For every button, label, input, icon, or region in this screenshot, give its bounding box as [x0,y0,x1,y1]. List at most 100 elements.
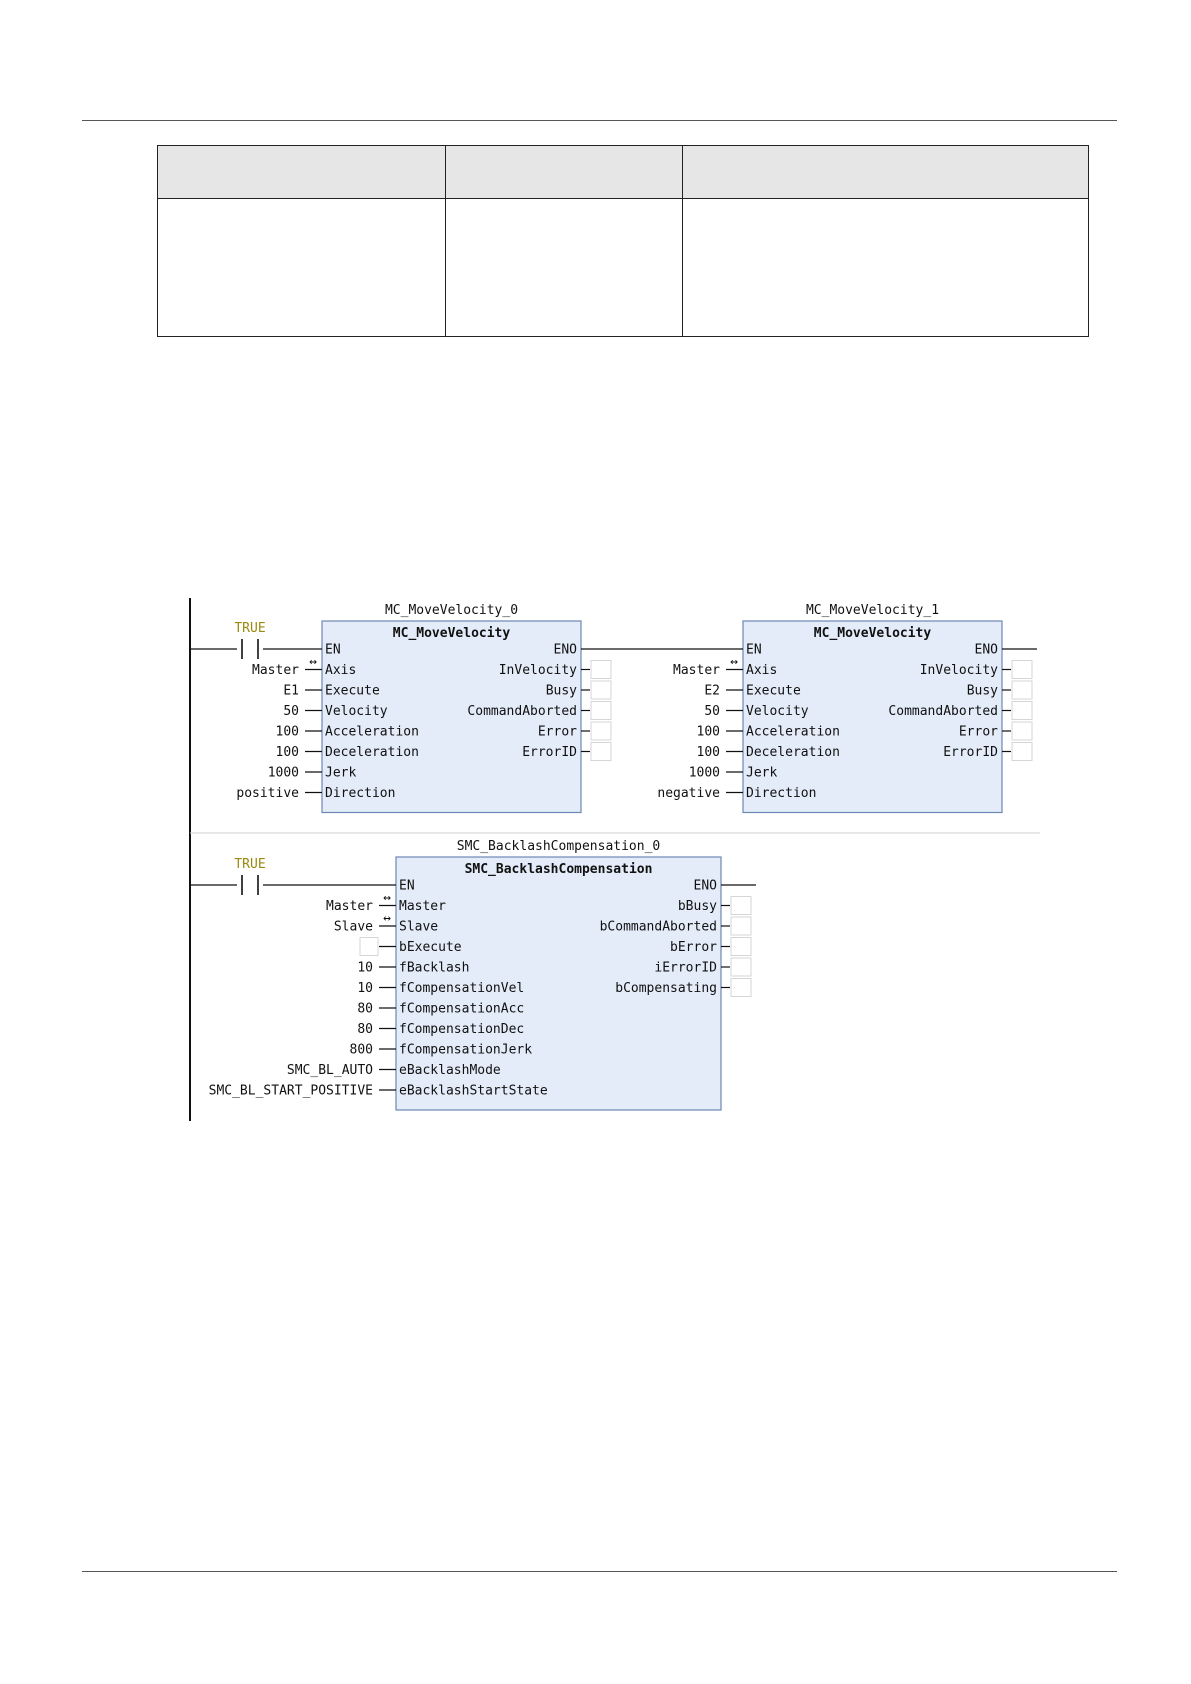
input-value-Jerk: 1000 [268,766,299,781]
input-value-fCompensationDec: 80 [357,1022,373,1037]
output-value-box [590,701,612,720]
output-pin-Error: Error [959,725,998,740]
input-pin-fCompensationAcc: fCompensationAcc [399,1002,524,1017]
input-pin-fCompensationJerk: fCompensationJerk [399,1043,532,1058]
input-pin-Execute: Execute [325,684,380,699]
output-value-box [1011,660,1033,679]
reference-arrow-icon: ↔ [309,655,317,670]
input-value-Deceleration: 100 [276,745,299,760]
input-value-Axis: Master [673,663,720,678]
input-value-Execute: E1 [283,684,299,699]
block-type-name: SMC_BacklashCompensation [465,862,653,877]
input-pin-bExecute: bExecute [399,940,462,955]
block-type-name: MC_MoveVelocity [393,626,511,641]
empty-value-box [359,937,379,956]
table-header-cell [682,145,1089,199]
reference-arrow-icon: ↔ [383,911,391,926]
input-pin-Velocity: Velocity [746,704,809,719]
input-value-Acceleration: 100 [276,725,299,740]
input-pin-Direction: Direction [746,786,816,801]
input-value-Direction: negative [657,786,720,801]
input-pin-EN: EN [399,879,415,894]
output-pin-bError: bError [670,940,717,955]
output-pin-Busy: Busy [967,684,998,699]
output-value-box [1011,742,1033,761]
input-pin-Deceleration: Deceleration [746,745,840,760]
output-pin-CommandAborted: CommandAborted [467,704,577,719]
input-pin-Acceleration: Acceleration [325,725,419,740]
output-pin-bCommandAborted: bCommandAborted [600,920,717,935]
block-type-name: MC_MoveVelocity [814,626,932,641]
input-pin-fCompensationVel: fCompensationVel [399,981,524,996]
input-pin-eBacklashStartState: eBacklashStartState [399,1084,548,1099]
input-pin-Direction: Direction [325,786,395,801]
output-value-box [590,721,612,741]
output-pin-ErrorID: ErrorID [522,745,577,760]
output-value-box [730,957,752,977]
table-cell [157,198,446,337]
output-pin-bCompensating: bCompensating [615,981,717,996]
output-pin-ENO: ENO [975,643,999,658]
contact-label-true: TRUE [234,621,265,636]
output-value-box [590,742,612,761]
output-pin-InVelocity: InVelocity [920,663,998,678]
input-value-Velocity: 50 [283,704,299,719]
function-block: SMC_BacklashCompensation_0SMC_BacklashCo… [209,839,752,1111]
contact-label-true: TRUE [234,857,265,872]
output-value-box [730,978,752,997]
input-value-fBacklash: 10 [357,961,373,976]
parameter-table [157,145,1089,337]
table-cell [682,198,1089,337]
input-pin-EN: EN [746,643,762,658]
table-header-cell [157,145,446,199]
input-value-Deceleration: 100 [697,745,720,760]
input-value-Jerk: 1000 [689,766,720,781]
output-pin-Busy: Busy [546,684,577,699]
block-body [742,620,1003,814]
output-value-box [730,937,752,956]
function-block: MC_MoveVelocity_0MC_MoveVelocityENAxis↔M… [236,603,612,814]
output-value-box [590,660,612,679]
input-value-Velocity: 50 [704,704,720,719]
reference-arrow-icon: ↔ [383,891,391,906]
header-rule [82,120,1117,121]
block-body [321,620,582,814]
output-value-box [1011,680,1033,700]
input-value-Execute: E2 [704,684,720,699]
input-pin-Axis: Axis [746,663,777,678]
input-pin-Master: Master [399,899,446,914]
input-pin-fCompensationDec: fCompensationDec [399,1022,524,1037]
block-instance-name: MC_MoveVelocity_1 [806,603,939,618]
input-pin-Execute: Execute [746,684,801,699]
block-instance-name: SMC_BacklashCompensation_0 [457,839,661,854]
table-header-cell [445,145,683,199]
input-value-Slave: Slave [334,920,373,935]
input-value-Master: Master [326,899,373,914]
input-pin-Jerk: Jerk [325,766,356,781]
reference-arrow-icon: ↔ [730,655,738,670]
input-value-Acceleration: 100 [697,725,720,740]
footer-rule [82,1571,1117,1572]
output-value-box [730,896,752,915]
output-value-box [590,680,612,700]
block-instance-name: MC_MoveVelocity_0 [385,603,518,618]
output-pin-ENO: ENO [554,643,578,658]
input-pin-eBacklashMode: eBacklashMode [399,1063,501,1078]
table-cell [445,198,683,337]
input-pin-Jerk: Jerk [746,766,777,781]
input-value-fCompensationVel: 10 [357,981,373,996]
input-value-fCompensationAcc: 80 [357,1002,373,1017]
output-pin-Error: Error [538,725,577,740]
output-value-box [730,916,752,936]
input-pin-Deceleration: Deceleration [325,745,419,760]
input-pin-Velocity: Velocity [325,704,388,719]
input-pin-EN: EN [325,643,341,658]
output-pin-CommandAborted: CommandAborted [888,704,998,719]
input-value-Direction: positive [236,786,299,801]
input-value-eBacklashMode: SMC_BL_AUTO [287,1063,373,1078]
output-value-box [1011,721,1033,741]
input-value-eBacklashStartState: SMC_BL_START_POSITIVE [209,1084,373,1099]
input-value-fCompensationJerk: 800 [350,1043,373,1058]
